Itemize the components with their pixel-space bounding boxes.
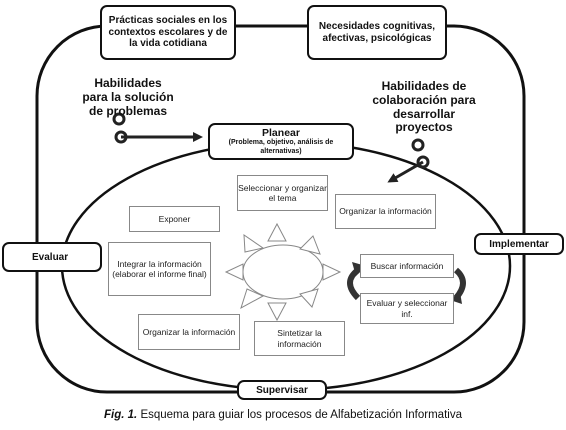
step-organizar-top: Organizar la información [335, 194, 436, 229]
evaluar-stage-label: Evaluar [32, 251, 69, 263]
figure-caption-label: Fig. 1. [104, 409, 138, 421]
step-seleccionar-text: Seleccionar y organizar el tema [238, 182, 327, 203]
colaboracion-connector [387, 138, 430, 183]
habilidades-colaboracion-label: Habilidades de colaboración para desarro… [372, 79, 476, 135]
step-evaluar-sel-text: Evaluar y seleccionar inf. [366, 298, 448, 319]
necesidades-text: Necesidades cognitivas, afectivas, psico… [318, 21, 436, 44]
supervisar-stage-label: Supervisar [256, 384, 308, 396]
figure-caption: Fig. 1. Esquema para guiar los procesos … [0, 409, 566, 421]
step-buscar: Buscar información [360, 254, 454, 278]
implementar-stage-label: Implementar [489, 238, 549, 250]
step-exponer-text: Exponer [158, 213, 191, 224]
evaluar-stage-box: Evaluar [2, 242, 102, 272]
habilidades-solucion-label: Habilidades para la solución de problema… [82, 76, 174, 118]
practicas-box: Prácticas sociales en los contextos esco… [100, 5, 236, 60]
planear-subtitle: (Problema, objetivo, análisis de alterna… [228, 139, 334, 155]
step-sintetizar-text: Sintetizar la información [277, 328, 322, 349]
supervisar-stage-box: Supervisar [237, 380, 327, 400]
figure-caption-text: Esquema para guiar los procesos de Alfab… [140, 409, 462, 421]
step-buscar-text: Buscar información [370, 260, 444, 271]
step-organizar-bottom: Organizar la información [138, 314, 240, 350]
step-organizar-bottom-text: Organizar la información [142, 326, 236, 337]
sun-icon [224, 222, 342, 322]
step-sintetizar: Sintetizar la información [254, 321, 345, 356]
step-integrar: Integrar la información (elaborar el inf… [108, 242, 211, 296]
necesidades-box: Necesidades cognitivas, afectivas, psico… [307, 5, 447, 60]
planear-title: Planear [262, 127, 300, 140]
step-evaluar-sel: Evaluar y seleccionar inf. [360, 293, 454, 324]
step-organizar-top-text: Organizar la información [339, 206, 432, 217]
practicas-text: Prácticas sociales en los contextos esco… [108, 15, 228, 50]
step-exponer: Exponer [129, 206, 220, 232]
planear-box: Planear (Problema, objetivo, análisis de… [208, 123, 354, 160]
step-integrar-text: Integrar la información (elaborar el inf… [112, 258, 207, 279]
implementar-stage-box: Implementar [474, 233, 564, 255]
solucion-connector [112, 112, 203, 144]
step-seleccionar: Seleccionar y organizar el tema [237, 175, 328, 211]
